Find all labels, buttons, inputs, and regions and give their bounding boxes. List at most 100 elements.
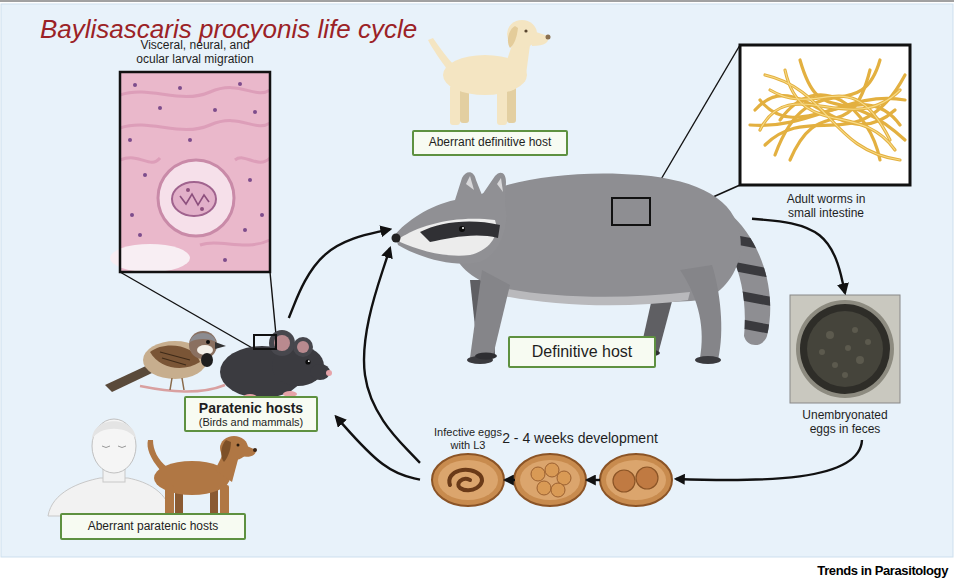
mouse-illustration (254, 335, 276, 349)
human-illustration (48, 478, 172, 516)
egg-micrograph (826, 331, 834, 339)
lifecycle-arrow (364, 248, 420, 463)
micrograph-panel: Unembryonated eggs in feces (783, 293, 907, 443)
worms-image (740, 45, 910, 185)
host-label-box: Aberrant definitive host (412, 130, 568, 156)
label-box: Definitive host (508, 336, 656, 368)
dog-illustration (546, 35, 551, 40)
lifecycle-arrow (289, 229, 390, 318)
histology-image (138, 233, 142, 237)
micrograph-panel: Visceral, neural, and ocular larval migr… (112, 36, 278, 274)
sparrow-illustration (190, 333, 216, 342)
histology-image (260, 213, 264, 217)
histology-image (188, 138, 192, 142)
raccoon-illustration (497, 178, 503, 192)
development-arrow (676, 440, 862, 480)
histology-image (248, 178, 252, 182)
histology-image (120, 72, 270, 272)
host-label: Aberrant definitive host (429, 136, 552, 150)
host-group: Paratenic hosts(Birds and mammals) (100, 318, 336, 434)
worms-image (760, 90, 900, 130)
histology-image (172, 182, 216, 216)
host-label: Definitive host (532, 343, 633, 361)
human-illustration (102, 446, 126, 448)
histology-image (158, 160, 234, 236)
dog-illustration (497, 85, 507, 125)
egg-stage (520, 460, 580, 500)
human-illustration (48, 419, 172, 516)
histology-image (143, 173, 147, 177)
development-arrow (505, 440, 862, 480)
worms-image (800, 60, 905, 140)
histology-image (186, 188, 190, 192)
leader-line (270, 272, 276, 335)
egg-micrograph (819, 349, 825, 355)
sparrow-illustration (160, 352, 190, 365)
histology-image (120, 121, 270, 130)
mouse-illustration (293, 337, 313, 357)
histology-image (120, 158, 160, 162)
egg-micrograph (796, 300, 894, 398)
dog-illustration (428, 20, 551, 125)
host-label: Paratenic hosts (199, 400, 303, 416)
label-box: Paratenic hosts(Birds and mammals) (184, 396, 318, 432)
egg-stage (438, 460, 498, 500)
egg-micrograph (807, 311, 883, 387)
egg-stage-group: Infective eggs with L3 (420, 425, 516, 509)
journal-watermark: Trends in Parasitology (750, 563, 948, 578)
dog-illustration (148, 440, 168, 470)
sparrow-illustration (215, 342, 226, 349)
egg-stage (600, 454, 672, 506)
histology-image (253, 110, 257, 114)
egg-micrograph (800, 304, 890, 394)
sparrow-illustration (170, 378, 184, 390)
histology-image (180, 194, 209, 205)
egg-stage (449, 470, 482, 491)
sparrow-illustration (105, 365, 152, 392)
mouse-illustration (308, 360, 310, 362)
label-box: Aberrant paratenic hosts (60, 513, 246, 540)
egg-stage (636, 467, 658, 489)
egg-micrograph (832, 362, 838, 368)
histology-image (178, 86, 182, 90)
egg-stage (545, 463, 559, 477)
image-caption: Adult worms in small intestine (776, 193, 876, 221)
egg-micrograph (852, 327, 858, 333)
dog-illustration (524, 29, 527, 32)
raccoon-illustration (710, 318, 790, 333)
histology-image (223, 258, 227, 262)
host-label: Aberrant paratenic hosts (88, 520, 219, 534)
raccoon-illustration (470, 270, 510, 360)
micrograph-panel: Adult worms in small intestine (736, 43, 916, 225)
egg-micrograph (856, 356, 864, 364)
mouse-illustration (305, 359, 310, 364)
egg-stage (514, 454, 586, 506)
dog-illustration (508, 26, 518, 48)
mouse-illustration (326, 370, 332, 376)
worms-image (770, 90, 890, 140)
raccoon-illustration (395, 172, 506, 264)
raccoon-illustration (475, 353, 497, 360)
dog-illustration (450, 85, 460, 125)
egg-stage (432, 454, 504, 506)
raccoon-illustration (710, 290, 790, 305)
dog-illustration (240, 443, 256, 457)
caption-area: Unembryonated eggs in feces (795, 406, 895, 440)
histology-image (243, 228, 247, 232)
worms-image (785, 70, 895, 150)
dog-illustration (253, 448, 257, 452)
histology-image (238, 82, 242, 86)
histology-image (128, 138, 132, 142)
raccoon-illustration (392, 234, 401, 243)
lifecycle-arrow (752, 219, 845, 293)
egg-stage (537, 481, 551, 495)
histology-image (110, 72, 270, 272)
histology-image (133, 83, 137, 87)
dog-illustration (165, 485, 174, 515)
worms-image (740, 45, 910, 185)
egg-stage (613, 470, 635, 492)
egg-micrograph (865, 339, 871, 345)
histology-image (158, 106, 162, 110)
